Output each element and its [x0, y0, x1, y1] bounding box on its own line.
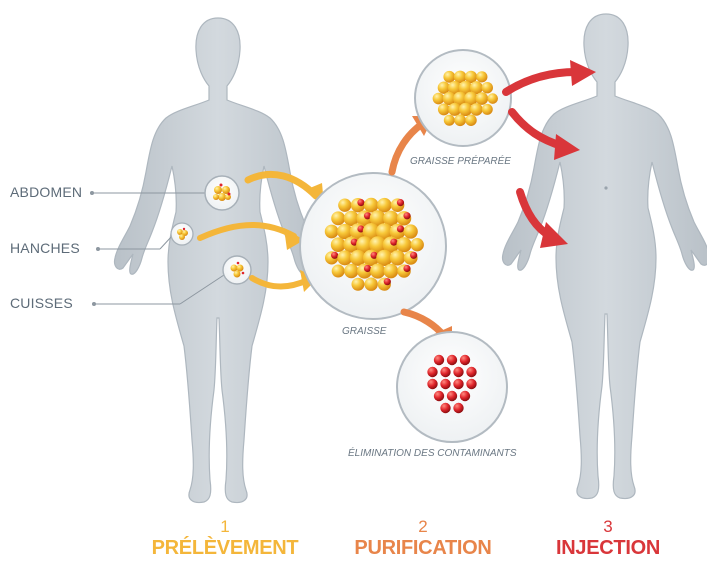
contaminant-cell	[384, 278, 391, 285]
fat-cell	[377, 198, 392, 213]
contaminant-cell	[453, 379, 463, 389]
caption-elimination: ÉLIMINATION DES CONTAMINANTS	[348, 448, 517, 459]
contaminant-cell	[466, 367, 476, 377]
contaminant-cell	[440, 367, 450, 377]
contaminant-cell	[440, 403, 450, 413]
contaminant-cell	[410, 252, 417, 259]
contaminants-circle	[397, 332, 507, 442]
fat-cell	[351, 278, 364, 291]
fat-cell	[384, 264, 399, 279]
contaminant-cell	[447, 391, 457, 401]
label-hanches: HANCHES	[10, 240, 80, 256]
fat-cell	[390, 250, 405, 265]
fat-cell	[482, 104, 493, 115]
bubble-cuisses	[223, 256, 251, 284]
fat-cell	[332, 265, 345, 278]
fat-cell	[438, 103, 450, 115]
fat-cell	[465, 115, 476, 126]
fat-cell	[404, 224, 418, 238]
fat-cell	[470, 103, 483, 116]
step-1: 1 PRÉLÈVEMENT	[145, 518, 305, 558]
contaminant-cell	[434, 355, 444, 365]
label-abdomen: ABDOMEN	[10, 184, 82, 200]
navel-dot	[604, 186, 607, 189]
fat-cell	[487, 93, 498, 104]
contaminant-cell	[397, 199, 404, 206]
fat-cell	[338, 199, 351, 212]
contaminant-cell	[460, 391, 470, 401]
contaminant-cell	[434, 391, 444, 401]
fat-cell	[454, 114, 466, 126]
fat-cell	[331, 211, 345, 225]
contaminant-cell	[466, 379, 476, 389]
fat-cell	[411, 238, 424, 251]
step-1-number: 1	[145, 518, 305, 535]
contaminant-cell	[364, 265, 371, 272]
leader-dot-abdomen	[90, 191, 94, 195]
contaminant-cell	[357, 199, 364, 206]
step-2: 2 PURIFICATION	[343, 518, 503, 558]
fat-cell	[396, 237, 411, 252]
right-body-silhouette	[503, 14, 707, 499]
fat-cell	[344, 264, 358, 278]
fat-cell	[433, 93, 445, 105]
fat-cell	[444, 115, 455, 126]
bubble-hanches	[171, 223, 193, 245]
step-3: 3 INJECTION	[528, 518, 688, 558]
step-2-number: 2	[343, 518, 503, 535]
contaminant-cell	[460, 355, 470, 365]
step-2-name: PURIFICATION	[343, 538, 503, 558]
fat-cell	[443, 71, 455, 83]
label-cuisses: CUISSES	[10, 295, 73, 311]
contaminant-cell	[403, 265, 410, 272]
fat-cell	[476, 92, 489, 105]
fat-cell	[370, 263, 385, 278]
contaminant-cell	[427, 367, 437, 377]
leader-dot-hanches	[96, 247, 100, 251]
left-body-silhouette	[115, 18, 322, 503]
contaminant-cell	[427, 379, 437, 389]
bubble-abdomen	[205, 176, 239, 210]
step-3-name: INJECTION	[528, 538, 688, 558]
contaminant-cell	[453, 367, 463, 377]
caption-graisse: GRAISSE	[342, 326, 386, 337]
contaminant-cell	[453, 403, 463, 413]
contaminant-cell	[331, 252, 338, 259]
contaminant-cell	[440, 379, 450, 389]
fat-cell	[364, 278, 377, 291]
leader-dot-cuisses	[92, 302, 96, 306]
step-1-name: PRÉLÈVEMENT	[145, 538, 305, 558]
caption-graisse-preparee: GRAISSE PRÉPARÉE	[410, 156, 511, 167]
contaminant-cell	[390, 239, 397, 246]
fat-cell	[482, 82, 493, 93]
fat-cell	[476, 71, 487, 82]
fat-cell	[364, 198, 379, 213]
step-3-number: 3	[528, 518, 688, 535]
contaminant-cell	[447, 355, 457, 365]
contaminant-cell	[397, 225, 404, 232]
fat-cell	[325, 225, 339, 239]
contaminant-cell	[403, 212, 410, 219]
